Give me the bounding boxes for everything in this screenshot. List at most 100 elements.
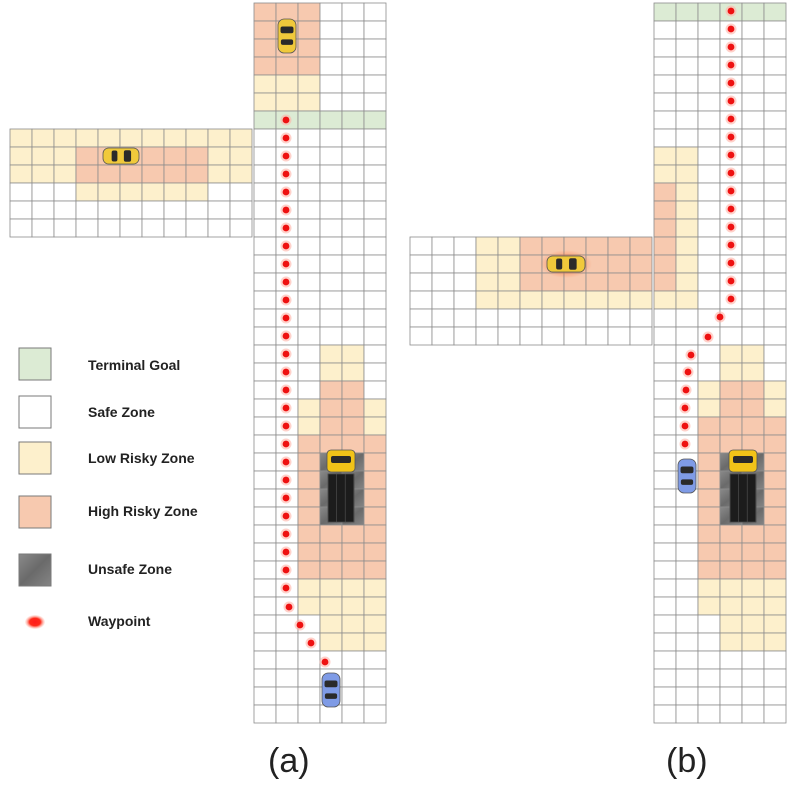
panel-a-road-cell <box>363 146 387 166</box>
panel-b-road-cell <box>697 470 721 490</box>
panel-a-road-cell <box>297 308 321 328</box>
panel-b-branch-cell <box>431 308 455 328</box>
panel-b-road-cell <box>697 380 721 400</box>
panel-b-label: (b) <box>666 742 708 780</box>
panel-a-road-cell <box>253 542 277 562</box>
panel-b-road-cell <box>653 38 677 58</box>
panel-b-road-cell <box>741 20 765 40</box>
panel-a-branch-cell <box>31 200 55 220</box>
waypoint <box>727 223 735 231</box>
panel-a-road-cell <box>363 218 387 238</box>
panel-b-road-cell <box>741 164 765 184</box>
panel-a-road-cell <box>363 416 387 436</box>
panel-b-road-cell <box>653 110 677 130</box>
panel-a-road-cell <box>253 398 277 418</box>
waypoint <box>681 404 689 412</box>
panel-a-road-cell <box>297 2 321 22</box>
panel-b-branch-cell <box>541 290 565 310</box>
panel-b-road-cell <box>741 110 765 130</box>
panel-b-road-cell <box>741 668 765 688</box>
panel-b-road-cell <box>763 218 787 238</box>
panel-a-road-cell <box>341 2 365 22</box>
panel-a-branch-cell <box>75 146 99 166</box>
panel-a-road-cell <box>319 56 343 76</box>
panel-b-road-cell <box>697 182 721 202</box>
panel-b-branch-cell <box>431 254 455 274</box>
panel-b-road-cell <box>653 128 677 148</box>
panel-a-branch-cell <box>31 128 55 148</box>
panel-a-road-cell <box>341 704 365 724</box>
panel-b-road-cell <box>763 272 787 292</box>
panel-a-road-cell <box>319 20 343 40</box>
legend-label-high: High Risky Zone <box>88 503 198 519</box>
panel-a-road-cell <box>253 110 277 130</box>
panel-a-truck-windshield <box>331 456 351 463</box>
panel-b-road-cell <box>763 704 787 724</box>
panel-b-road-cell <box>653 164 677 184</box>
waypoint <box>282 566 290 574</box>
panel-a-road-cell <box>319 236 343 256</box>
panel-a-branch-cell <box>53 200 77 220</box>
panel-a-road-cell <box>319 128 343 148</box>
panel-a-road-cell <box>341 236 365 256</box>
panel-a-ego-car <box>321 672 341 708</box>
panel-b-road-cell <box>675 686 699 706</box>
panel-b-road-cell <box>675 38 699 58</box>
panel-a-road-cell <box>363 164 387 184</box>
panel-b-branch-cell <box>409 290 433 310</box>
waypoint <box>282 458 290 466</box>
panel-b-branch-cell <box>453 326 477 346</box>
panel-b-car-branch-rear-window <box>556 258 563 270</box>
panel-b-road-cell <box>653 182 677 202</box>
panel-a-road-cell <box>341 254 365 274</box>
panel-b-road-cell <box>763 110 787 130</box>
panel-a-road-cell <box>297 164 321 184</box>
vehicles <box>102 18 758 708</box>
panel-a-branch-cell <box>9 182 33 202</box>
panel-b-road-cell <box>697 650 721 670</box>
panel-b-branch-cell <box>475 272 499 292</box>
panel-b-road-cell <box>763 344 787 364</box>
panel-b-road-cell <box>763 200 787 220</box>
panel-a-road-cell <box>297 650 321 670</box>
panel-b-road-cell <box>719 380 743 400</box>
panel-a-branch-cell <box>75 200 99 220</box>
panel-a-branch-cell <box>141 128 165 148</box>
panel-b-road-cell <box>719 560 743 580</box>
panel-b-road-cell <box>675 290 699 310</box>
panel-b-road-cell <box>675 614 699 634</box>
panel-a-branch-cell <box>119 182 143 202</box>
panel-b-road-cell <box>697 686 721 706</box>
panel-b-road-cell <box>719 686 743 706</box>
panel-a-road-cell <box>253 524 277 544</box>
panel-a-branch-cell <box>207 146 231 166</box>
panel-a-road-cell <box>341 560 365 580</box>
panel-a-road-cell <box>297 182 321 202</box>
panel-b-road-cell <box>697 434 721 454</box>
panel-b-road-cell <box>741 362 765 382</box>
panel-b-road-cell <box>763 74 787 94</box>
panel-a-road-cell <box>297 452 321 472</box>
panel-b-road-cell <box>653 596 677 616</box>
waypoints <box>280 5 737 668</box>
panel-a-road-cell <box>253 578 277 598</box>
panel-b-road-cell <box>741 326 765 346</box>
panel-a-road-cell <box>319 2 343 22</box>
panel-b-road-cell <box>697 506 721 526</box>
waypoint <box>727 205 735 213</box>
waypoint <box>282 188 290 196</box>
panel-a-road-cell <box>253 20 277 40</box>
panel-a-road-cell <box>341 398 365 418</box>
waypoint <box>727 295 735 303</box>
waypoint <box>282 422 290 430</box>
panel-a-road-cell <box>363 272 387 292</box>
panel-a-road-cell <box>319 38 343 58</box>
panel-b-road-cell <box>675 56 699 76</box>
panel-a-road-cell <box>341 614 365 634</box>
panel-b-branch-cell <box>519 290 543 310</box>
panel-b-road-cell <box>741 344 765 364</box>
panel-a-road-cell <box>341 128 365 148</box>
panel-b-road-cell <box>675 254 699 274</box>
panel-b-road-cell <box>741 38 765 58</box>
panel-b-road-cell <box>741 236 765 256</box>
